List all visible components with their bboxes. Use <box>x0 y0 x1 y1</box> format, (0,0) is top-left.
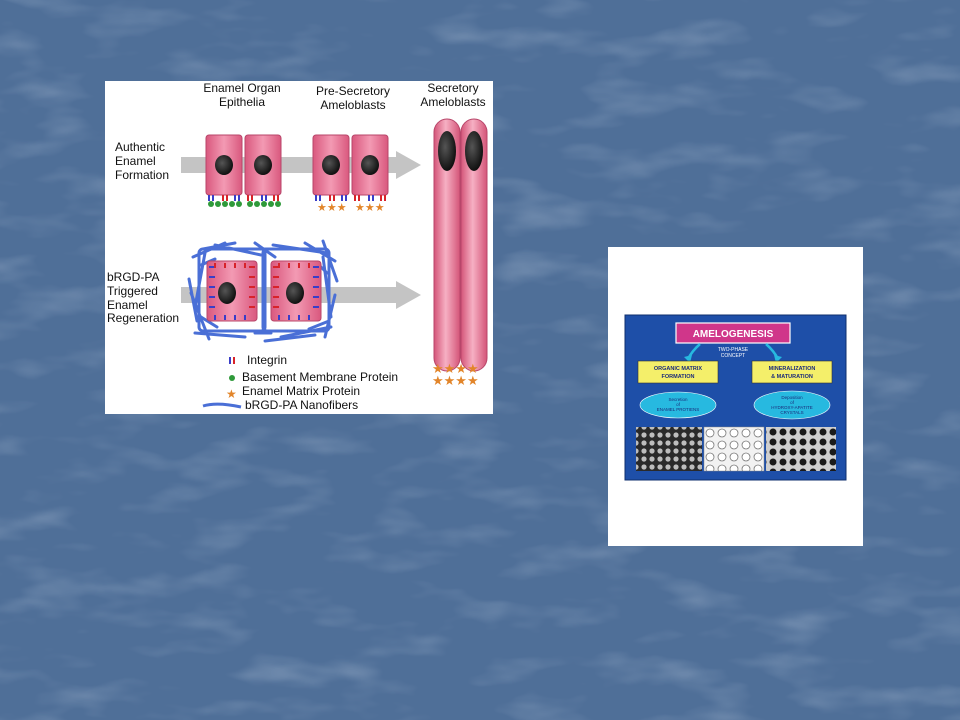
diagram-graphics: ★★★ ★★★ <box>181 118 488 409</box>
enamel-micrograph <box>636 427 702 471</box>
row-label-brgd: bRGD-PA Triggered Enamel Regeneration <box>107 270 180 326</box>
crystal-micrograph <box>766 427 836 471</box>
svg-text:★★★: ★★★ <box>317 202 347 214</box>
oval-left-line-3: ENAMEL PROTIENS <box>657 407 700 412</box>
oval-right-line-4: CRYSTALS <box>780 410 803 415</box>
legend-integrin-symbol <box>229 357 235 364</box>
legend-integrin: Integrin <box>247 353 288 367</box>
legend-basement-symbol <box>229 375 235 381</box>
secretory-matrix-proteins: ★★★★ ★★★★ <box>432 361 479 388</box>
svg-text:★★★★: ★★★★ <box>432 361 479 376</box>
enamel-organ-epithelia-cells <box>205 134 282 196</box>
legend-brgd-pa-nanofibers: bRGD-PA Nanofibers <box>245 398 359 412</box>
svg-text:★★★: ★★★ <box>355 202 385 214</box>
oval-right-line-1: Deposition <box>781 395 803 400</box>
row-label-authentic: Authentic Enamel Formation <box>115 140 170 182</box>
phase-right-line-1: MINERALIZATION <box>769 366 816 372</box>
legend-enamel-matrix-protein: Enamel Matrix Protein <box>242 384 361 398</box>
enamel-schematic <box>703 426 765 472</box>
phase-left-line-1: ORGANIC MATRIX <box>654 366 703 372</box>
amelogenesis-title: AMELOGENESIS <box>693 329 774 340</box>
amelogenesis-chart: AMELOGENESIS TWO-PHASE CONCEPT ORGANIC M… <box>624 314 847 481</box>
epithelia-basement-proteins <box>208 201 281 207</box>
pre-secretory-ameloblast-cells <box>312 134 389 196</box>
oval-left-line-1: Secretion <box>668 397 688 402</box>
amelogenesis-figure: AMELOGENESIS TWO-PHASE CONCEPT ORGANIC M… <box>608 247 863 546</box>
pre-secretory-integrins <box>315 195 386 201</box>
concept-line-2: CONCEPT <box>721 353 745 359</box>
legend-matrix-symbol: ★ <box>226 387 237 401</box>
brgd-cell-integrins <box>209 263 319 320</box>
pre-secretory-matrix-proteins: ★★★ ★★★ <box>317 202 385 214</box>
phase-right-line-2: & MATURATION <box>771 374 813 380</box>
epithelia-integrins <box>208 195 279 201</box>
oval-right-line-3: HYDROXY-APATITE <box>771 405 812 410</box>
legend-nanofiber-symbol <box>202 402 242 409</box>
phase-left-line-2: FORMATION <box>662 374 695 380</box>
brgd-pa-nanofibers <box>187 239 339 343</box>
brgd-triggered-cells <box>206 260 322 322</box>
secretory-ameloblast-cells <box>433 118 488 372</box>
enamel-regeneration-diagram: ★★★ ★★★ <box>105 81 493 414</box>
oval-left-line-2: of <box>676 402 681 407</box>
svg-text:★★★★: ★★★★ <box>432 373 479 388</box>
oval-right-line-2: of <box>790 400 795 405</box>
legend-basement-membrane-protein: Basement Membrane Protein <box>242 370 399 384</box>
concept-line-1: TWO-PHASE <box>718 347 749 353</box>
